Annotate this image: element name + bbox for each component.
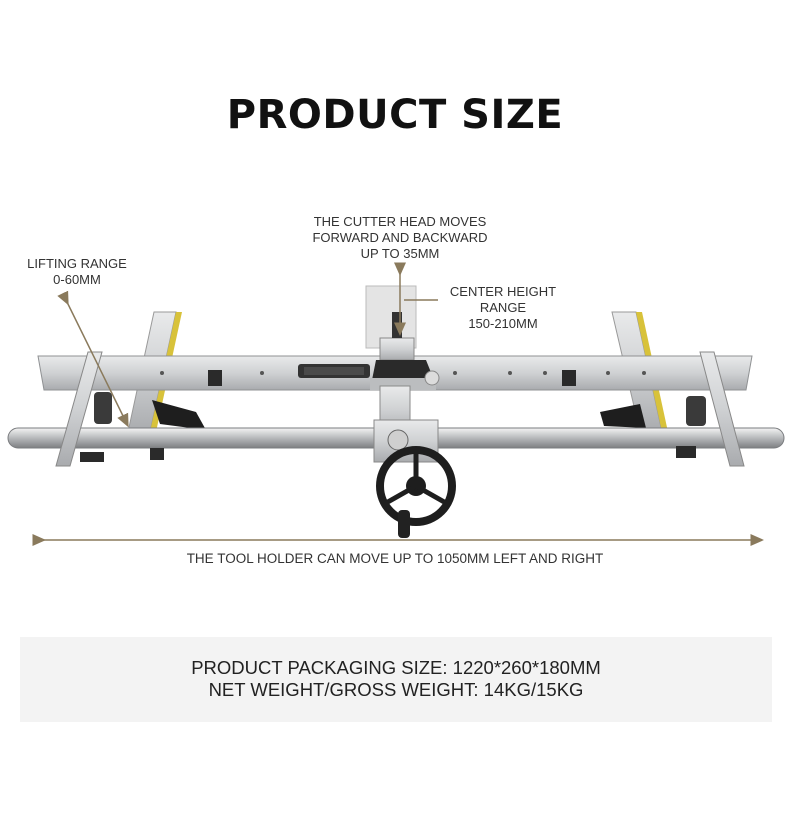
handwheel-icon <box>376 446 456 538</box>
packaging-size: PRODUCT PACKAGING SIZE: 1220*260*180MM <box>191 657 601 678</box>
center-height-note: CENTER HEIGHT RANGE 150-210MM <box>449 284 557 331</box>
right-end-frame <box>676 351 745 467</box>
specs-panel: PRODUCT PACKAGING SIZE: 1220*260*180MM N… <box>20 637 772 722</box>
weight-info: NET WEIGHT/GROSS WEIGHT: 14KG/15KG <box>208 679 584 700</box>
cutter-head-note: THE CUTTER HEAD MOVES FORWARD AND BACKWA… <box>312 214 488 261</box>
lifting-range-note: LIFTING RANGE 0-60MM <box>27 256 127 287</box>
cutter-head <box>365 285 440 435</box>
tool-holder-note: THE TOOL HOLDER CAN MOVE UP TO 1050MM LE… <box>186 551 604 566</box>
arrows <box>32 262 764 546</box>
specs-text: PRODUCT PACKAGING SIZE: 1220*260*180MM N… <box>20 657 772 701</box>
tool-rest <box>298 364 370 378</box>
page-title: PRODUCT SIZE <box>226 92 564 138</box>
